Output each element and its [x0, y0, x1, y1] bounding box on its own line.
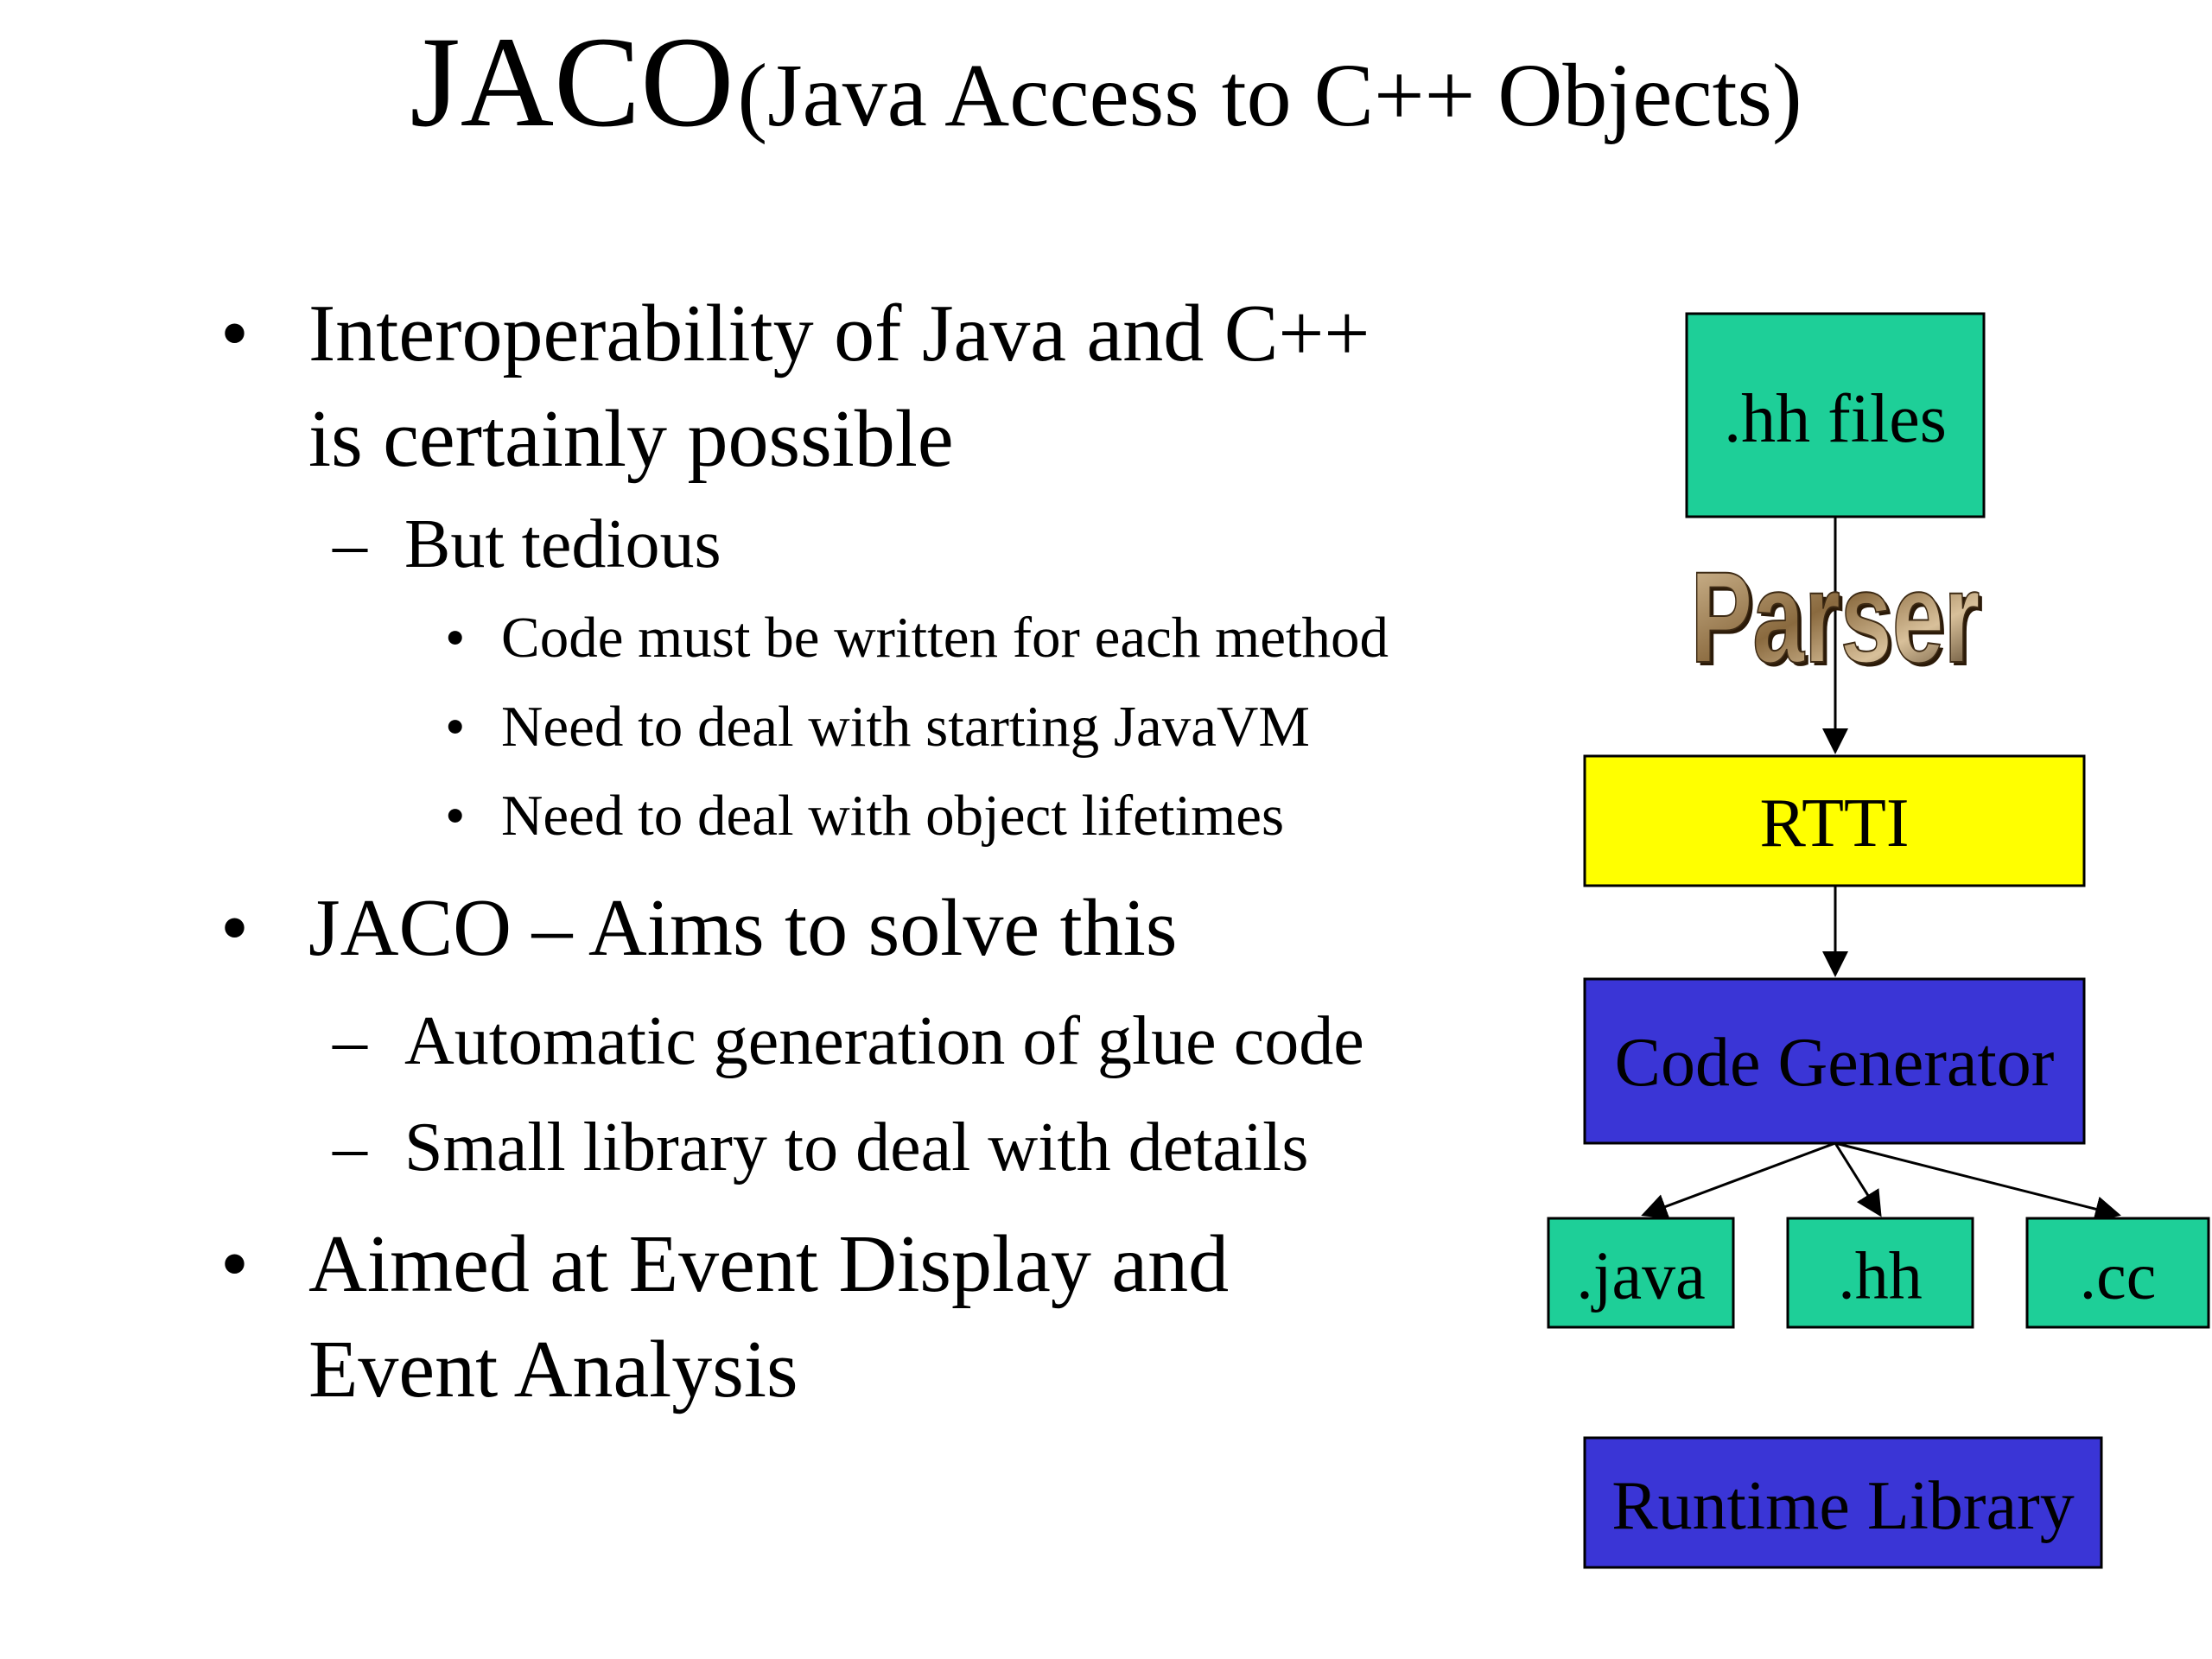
arrow-codegen-to-hh: [1834, 1142, 1882, 1217]
dash-marker: –: [333, 1109, 367, 1185]
subbullet-text: Automatic generation of glue code: [404, 1003, 1364, 1079]
bullet-aimed-at-event: • Aimed at Event Display and Event Analy…: [220, 1211, 1229, 1422]
bullet-interoperability: • Interoperability of Java and C++ is ce…: [220, 281, 1370, 492]
title-subtitle: (Java Access to C++ Objects): [737, 46, 1802, 145]
bullet-text-line2: is certainly possible: [308, 394, 954, 484]
point-object-lifetimes: • Need to deal with object lifetimes: [445, 781, 1284, 850]
hh-output-box: .hh: [1786, 1217, 1974, 1329]
hh-files-label: .hh files: [1724, 381, 1947, 457]
arrow-codegen-to-cc: [1834, 1141, 2121, 1222]
bullet-text: JACO – Aims to solve this: [308, 883, 1178, 973]
code-generator-box: Code Generator: [1583, 977, 2086, 1145]
java-output-label: .java: [1576, 1238, 1705, 1313]
slide-title: JACO (Java Access to C++ Objects): [0, 17, 2212, 147]
arrow-codegen-to-java: [1641, 1141, 1836, 1219]
bullet-jaco-aims: • JACO – Aims to solve this: [220, 875, 1177, 981]
subbullet-but-tedious: – But tedious: [333, 501, 721, 588]
bullet-marker: •: [445, 784, 466, 848]
point-text: Need to deal with object lifetimes: [501, 784, 1285, 848]
point-starting-javavm: • Need to deal with starting JavaVM: [445, 692, 1310, 761]
runtime-library-label: Runtime Library: [1611, 1468, 2074, 1544]
code-generator-label: Code Generator: [1615, 1025, 2055, 1101]
bullet-text-line1: Aimed at Event Display and: [308, 1219, 1230, 1309]
dash-marker: –: [333, 506, 367, 582]
rtti-label: RTTI: [1760, 785, 1910, 861]
subbullet-small-library: – Small library to deal with details: [333, 1104, 1308, 1191]
parser-wordart: Parser Parser: [1690, 543, 1984, 693]
point-code-written: • Code must be written for each method: [445, 603, 1389, 672]
cc-output-label: .cc: [2080, 1238, 2157, 1313]
bullet-marker: •: [220, 1219, 249, 1309]
parser-label: Parser: [1691, 544, 1980, 690]
java-output-box: .java: [1547, 1217, 1735, 1329]
hh-output-label: .hh: [1838, 1238, 1923, 1313]
bullet-marker: •: [220, 883, 249, 973]
point-text: Need to deal with starting JavaVM: [501, 695, 1310, 759]
subbullet-text: Small library to deal with details: [404, 1109, 1309, 1185]
bullet-marker: •: [445, 695, 466, 759]
point-text: Code must be written for each method: [501, 606, 1389, 670]
subbullet-text: But tedious: [404, 506, 721, 582]
cc-output-box: .cc: [2025, 1217, 2210, 1329]
subbullet-automatic-generation: – Automatic generation of glue code: [333, 998, 1364, 1084]
hh-files-box: .hh files: [1685, 312, 1986, 518]
parser-label-shadow: Parser: [1694, 548, 1984, 693]
runtime-library-box: Runtime Library: [1583, 1436, 2103, 1569]
bullet-marker: •: [220, 289, 249, 378]
bullet-marker: •: [445, 606, 466, 670]
bullet-text-line2: Event Analysis: [308, 1325, 798, 1414]
rtti-box: RTTI: [1583, 754, 2086, 887]
dash-marker: –: [333, 1003, 367, 1079]
title-main: JACO: [410, 10, 734, 154]
bullet-text-line1: Interoperability of Java and C++: [308, 289, 1370, 378]
